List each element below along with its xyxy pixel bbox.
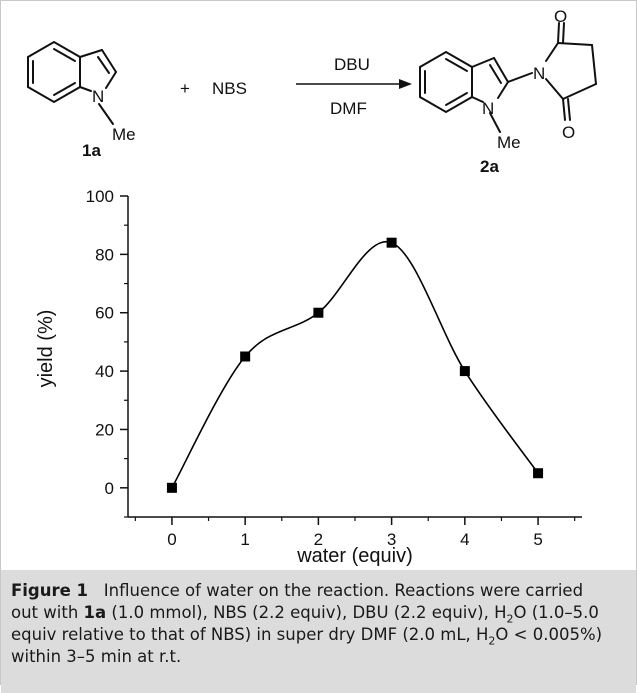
y-tick-label: 60 [95,304,114,323]
caption-text: equiv relative to that of NBS) in super … [11,625,489,644]
caption-text: (1.0 mmol), NBS (2.2 equiv), DBU (2.2 eq… [106,603,507,622]
data-point-marker [240,351,251,362]
y-axis-label: yield (%) [35,310,57,388]
series-line [171,240,539,489]
condition-dmf: DMF [330,99,367,118]
data-point-marker [166,482,177,493]
chart-ticks: 0 20 40 60 80 100 0 1 2 3 4 5 [86,187,576,549]
caption-text: O < 0.005%) [495,625,603,644]
data-point-marker [459,366,470,377]
x-tick-label: 2 [314,530,323,549]
y-tick-label: 20 [95,420,114,439]
x-axis-label: water (equiv) [296,545,413,567]
product-o-atom-top: O [554,7,567,26]
product-structure [419,22,597,133]
product-o-atom-bottom: O [562,123,575,142]
data-point-marker [386,237,397,248]
yield-chart: 0 20 40 60 80 100 0 1 2 3 4 5 water (equiv) yield (… [35,187,582,567]
y-tick-label: 80 [95,245,114,264]
plus-sign: + [180,79,190,98]
chart-curve [171,240,539,489]
reactant-label: 1a [82,141,101,160]
chart-axes [127,196,582,518]
figure-caption: Figure 1 Influence of water on the react… [1,570,636,693]
caption-text: within 3–5 min at r.t. [11,647,182,666]
figure-label: Figure 1 [11,581,89,600]
caption-line-3: equiv relative to that of NBS) in super … [11,624,626,646]
reactant-n-atom: N [92,87,104,106]
reaction-scheme: N Me 1a + NBS DBU DMF N N O O Me 2a [27,7,597,176]
x-tick-label: 5 [533,530,542,549]
reactant-me-group: Me [112,125,136,144]
caption-text: out with [11,603,84,622]
condition-dbu: DBU [334,55,370,74]
caption-line-4: within 3–5 min at r.t. [11,646,626,668]
caption-text: O (1.0–5.0 [513,603,599,622]
y-tick-label: 100 [86,187,114,206]
caption-compound-ref: 1a [83,603,107,622]
x-tick-label: 1 [240,530,249,549]
x-tick-label: 3 [387,530,396,549]
product-n-atom-imide: N [533,64,545,83]
x-tick-label: 4 [460,530,469,549]
y-tick-label: 40 [95,362,114,381]
product-label: 2a [480,157,499,176]
caption-line-2: out with 1a (1.0 mmol), NBS (2.2 equiv),… [11,602,626,624]
reagent-nbs: NBS [212,79,247,98]
data-point-marker [313,307,324,318]
caption-line-1: Figure 1 Influence of water on the react… [11,580,626,602]
reaction-arrow [296,79,412,89]
y-tick-label: 0 [105,479,114,498]
product-me-group: Me [497,133,521,152]
data-point-marker [533,468,544,479]
product-n-atom-indole: N [482,99,494,118]
caption-subscript: 2 [506,612,514,626]
x-tick-label: 0 [167,530,176,549]
caption-subscript: 2 [488,634,496,648]
caption-title: Influence of water on the reaction. Reac… [103,581,584,600]
reactant-structure [27,40,117,125]
chart-points [166,237,544,493]
